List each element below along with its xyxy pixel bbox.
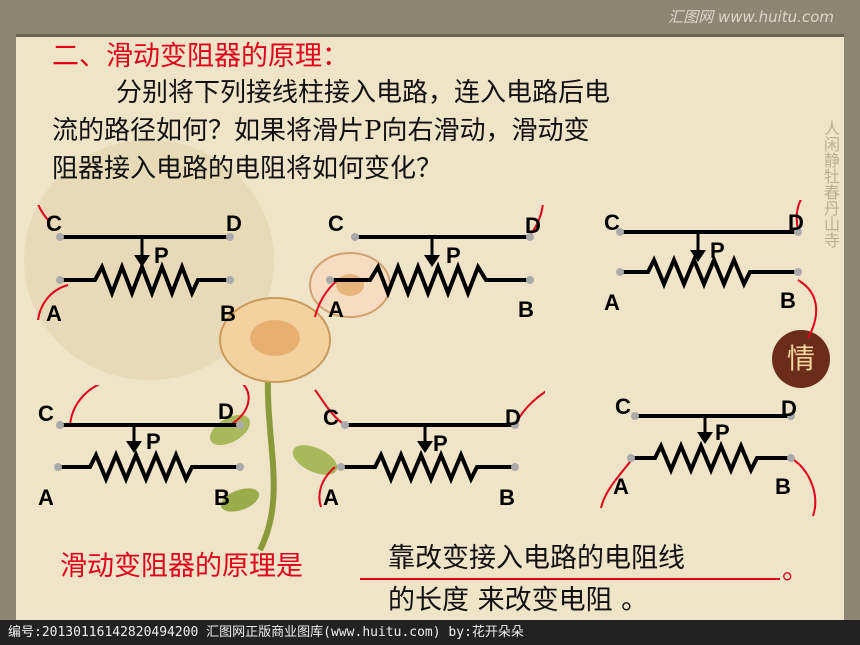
terminal-c-label: C [604,210,620,235]
terminal-d-label: D [525,213,541,238]
decorative-border-left [0,0,16,620]
terminal-b-label: B [780,288,796,313]
watermark: 汇图网 www.huitu.com [668,8,834,26]
terminal-a-label: A [604,290,620,315]
answer-line-2: 的长度 来改变电阻 。 [388,585,649,616]
slider-p-label: P [710,238,725,263]
question-text: 分别将下列接线柱接入电路，连入电路后电 流的路径如何？如果将滑片P向右滑动，滑动… [52,74,772,188]
rheostat-diagram-5: C D P A B [314,389,545,510]
terminal-a-label: A [613,474,629,499]
terminal-c-label: C [46,211,62,236]
answer-period: 。 [782,555,809,586]
slider-p-label: P [715,420,730,445]
question-line-2: 流的路径如何？如果将滑片P向右滑动，滑动变 [52,116,590,146]
decorative-border-right [844,0,860,620]
terminal-d-label: D [788,210,804,235]
seal-badge: 情 [772,330,830,388]
terminal-b-label: B [775,474,791,499]
slide-title: 二、滑动变阻器的原理： [52,41,349,72]
answer-line-1: 靠改变接入电路的电阻线 [388,543,685,574]
answer-underline [360,578,780,580]
rheostat-diagram-3: C D P A B [604,200,818,339]
footer-bar: 编号:20130116142820494200 汇图网正版商业图库(www.hu… [0,620,860,645]
decorative-border-top [0,0,860,37]
terminal-d-label: D [505,405,521,430]
side-poem: 人闲静牡春丹山寺 [821,120,840,248]
rheostat-diagram-2: C D P A B [314,205,544,322]
terminal-b-label: B [518,297,534,322]
rheostat-diagram-4: C D P A B [38,385,250,510]
rheostat-diagram-6: C D P A B [600,394,817,517]
terminal-d-label: D [781,396,797,421]
terminal-c-label: C [328,211,344,236]
slider-p-label: P [154,243,169,268]
question-line-1: 分别将下列接线柱接入电路，连入电路后电 [116,78,611,108]
question-line-3: 阻器接入电路的电阻将如何变化？ [52,154,443,184]
slider-p-label: P [446,243,461,268]
answer-prompt: 滑动变阻器的原理是 [60,551,303,582]
flower-decoration [210,252,391,552]
terminal-b-label: B [220,301,236,326]
terminal-c-label: C [615,394,631,419]
terminal-a-label: A [328,297,344,322]
terminal-c-label: C [38,401,54,426]
answer-text: 靠改变接入电路的电阻线 的长度 来改变电阻 。 [388,538,788,622]
rheostat-diagram-1: C D P A B [37,205,242,326]
terminal-b-label: B [499,485,515,510]
terminal-c-label: C [323,405,339,430]
terminal-a-label: A [323,485,339,510]
terminal-b-label: B [214,485,230,510]
terminal-a-label: A [38,485,54,510]
terminal-d-label: D [218,399,234,424]
slider-p-label: P [433,431,448,456]
terminal-a-label: A [46,301,62,326]
terminal-d-label: D [226,211,242,236]
slider-p-label: P [146,429,161,454]
